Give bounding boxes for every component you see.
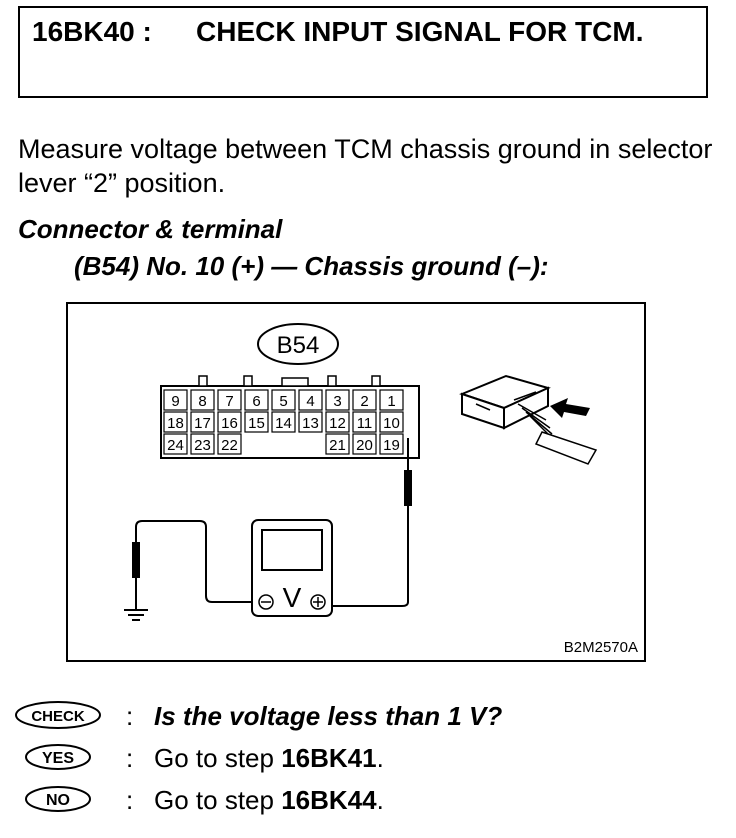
terminal-number: 12	[329, 415, 346, 432]
instruction-text: Measure voltage between TCM chassis grou…	[18, 134, 713, 198]
terminal-number: 2	[360, 393, 368, 410]
terminal-cell	[217, 411, 242, 433]
terminal-number: 7	[225, 393, 233, 410]
terminal-number: 11	[357, 415, 373, 432]
connector-detail: (B54) No. 10 (+) — Chassis ground (–):	[74, 251, 549, 281]
terminal-cell	[352, 389, 377, 411]
connector-label-oval: B54	[257, 323, 339, 365]
terminal-cell	[190, 411, 215, 433]
meter-symbol: V	[283, 582, 302, 613]
terminal-number: 21	[329, 437, 346, 454]
terminal-cell	[298, 411, 323, 433]
terminal-number: 18	[167, 415, 184, 432]
voltmeter-icon: V	[251, 519, 333, 617]
terminal-number: 3	[333, 393, 341, 410]
terminal-cell	[190, 433, 215, 455]
terminal-cell	[352, 433, 377, 455]
terminal-cell	[379, 433, 404, 455]
yes-colon: :	[126, 743, 134, 773]
terminal-number: 19	[383, 437, 400, 454]
check-colon: :	[126, 701, 134, 731]
check-question: Is the voltage less than 1 V?	[154, 701, 503, 731]
yes-text: Go to step 16BK41.	[154, 740, 384, 776]
positive-probe	[312, 438, 412, 607]
terminal-number: 24	[167, 437, 184, 454]
terminal-cell	[271, 411, 296, 433]
terminal-number: 1	[387, 393, 395, 410]
terminal-cell	[325, 433, 350, 455]
no-badge: NO	[25, 786, 91, 812]
yes-prefix: Go to step	[154, 743, 282, 773]
terminal-number: 10	[383, 415, 400, 432]
terminal-cell	[325, 411, 350, 433]
terminal-cell	[163, 411, 188, 433]
terminal-cell	[325, 389, 350, 411]
terminal-cell	[379, 389, 404, 411]
connector-heading: Connector & terminal	[18, 214, 283, 244]
ground-lead	[132, 520, 256, 610]
no-step-link[interactable]: 16BK44	[281, 785, 377, 815]
terminal-number: 16	[221, 415, 238, 432]
connector-label: B54	[277, 332, 320, 359]
no-suffix: .	[376, 785, 384, 815]
terminal-number: 4	[306, 393, 314, 410]
terminal-cell	[244, 411, 269, 433]
no-colon: :	[126, 785, 134, 815]
terminal-number: 5	[279, 393, 287, 410]
terminal-cell	[352, 411, 377, 433]
terminal-number: 8	[198, 393, 206, 410]
no-text: Go to step 16BK44.	[154, 782, 384, 818]
check-badge: CHECK	[15, 701, 101, 729]
terminal-number: 6	[252, 393, 260, 410]
terminal-number: 22	[221, 437, 238, 454]
terminal-cell	[379, 411, 404, 433]
no-prefix: Go to step	[154, 785, 282, 815]
arrow-icon	[550, 398, 590, 418]
terminal-cell	[163, 433, 188, 455]
terminal-cell	[244, 389, 269, 411]
terminal-cell	[298, 389, 323, 411]
figure-code: B2M2570A	[564, 639, 638, 656]
yes-step-link[interactable]: 16BK41	[281, 743, 377, 773]
step-code: 16BK40 :	[32, 16, 152, 47]
svg-text:CHECK: CHECK	[31, 708, 85, 725]
terminal-number: 15	[248, 415, 265, 432]
terminal-cell	[163, 389, 188, 411]
yes-suffix: .	[376, 743, 384, 773]
terminal-number: 14	[275, 415, 292, 432]
connector-harness-icon	[459, 374, 598, 465]
terminal-number: 20	[356, 437, 373, 454]
step-title: CHECK INPUT SIGNAL FOR TCM.	[196, 16, 644, 47]
terminal-number: 13	[302, 415, 319, 432]
terminal-cell	[190, 389, 215, 411]
terminal-number: 17	[194, 415, 211, 432]
yes-badge: YES	[25, 744, 91, 770]
svg-text:NO: NO	[46, 792, 70, 809]
terminal-cell	[217, 433, 242, 455]
terminal-number: 23	[194, 437, 211, 454]
terminal-number: 9	[171, 393, 179, 410]
terminal-cell	[217, 389, 242, 411]
ground-symbol-icon	[124, 609, 148, 621]
title-box: 16BK40 : CHECK INPUT SIGNAL FOR TCM.	[18, 6, 708, 98]
svg-text:YES: YES	[42, 750, 74, 767]
terminal-cell	[271, 389, 296, 411]
